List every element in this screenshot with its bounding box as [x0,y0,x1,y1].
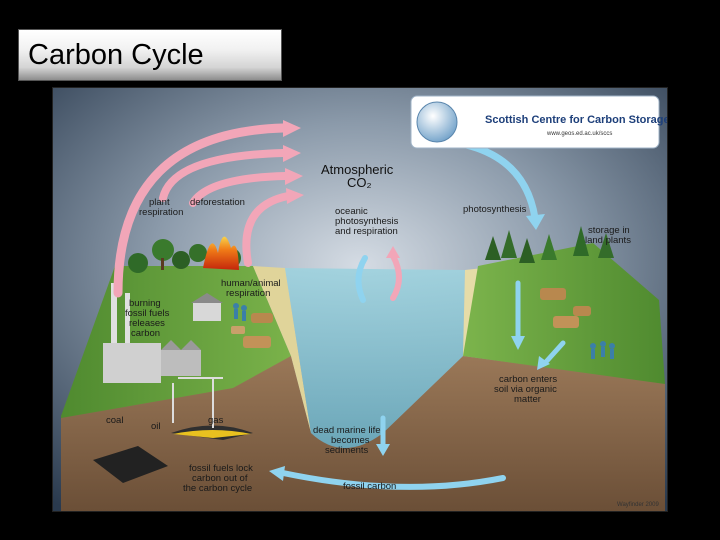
svg-text:carbon: carbon [131,328,160,339]
label-dead-marine: dead marine life becomes sediments [313,425,381,456]
svg-text:dead marine life: dead marine life [313,425,381,436]
people-right [590,341,615,359]
label-human-animal: human/animal respiration [221,278,281,299]
deforestation-release-arrow [159,149,287,202]
label-coal: coal [106,415,123,426]
burning-release-arrow [113,123,288,298]
svg-text:land plants: land plants [585,235,631,246]
svg-text:sediments: sediments [325,445,369,456]
globe-icon [416,101,458,143]
forest-fire-icon [203,236,239,270]
label-storage: storage in land plants [585,225,631,246]
oil-pool [173,430,251,438]
svg-text:the carbon cycle: the carbon cycle [183,483,252,494]
label-oceanic: oceanic photosynthesis and respiration [335,206,399,237]
human-respiration-release-arrow [242,192,292,267]
svg-text:CO₂: CO₂ [347,175,372,190]
svg-text:and respiration: and respiration [335,226,398,237]
farm-buildings [191,293,223,321]
label-fossil-carbon: fossil carbon [343,481,396,492]
label-gas: gas [208,415,224,426]
svg-text:fossil fuels: fossil fuels [125,308,170,319]
factory-icon [103,283,201,383]
svg-text:carbon enters: carbon enters [499,374,557,385]
svg-text:Atmospheric: Atmospheric [321,162,394,177]
people-left [233,303,247,321]
svg-text:burning: burning [129,298,161,309]
ocean-exchange-down-arrow [355,255,368,303]
svg-text:matter: matter [514,394,541,405]
animals-left [231,313,273,348]
svg-text:photosynthesis: photosynthesis [335,216,399,227]
label-fossil-lock: fossil fuels lock carbon out of the carb… [183,463,253,494]
svg-text:respiration: respiration [139,207,183,218]
animals-right [540,288,591,328]
label-photosynthesis: photosynthesis [463,204,527,215]
right-land [463,243,665,384]
credit-text: Wayfinder 2009 [617,502,659,508]
sccs-logo: Scottish Centre for Carbon Storage www.g… [410,95,667,149]
slide-title-box: Carbon Cycle [18,29,282,81]
logo-name: Scottish Centre for Carbon Storage [485,114,667,126]
label-atmospheric: Atmospheric CO₂ [321,162,394,190]
svg-text:storage in: storage in [588,225,630,236]
logo-url: www.geos.ed.ac.uk/sccs [546,131,612,137]
svg-text:fossil fuels lock: fossil fuels lock [189,463,253,474]
slide-title: Carbon Cycle [28,39,204,71]
label-carbon-enters: carbon enters soil via organic matter [494,374,557,405]
ocean-exchange-up-arrow [390,253,402,301]
label-burning: burning fossil fuels releases carbon [125,298,170,339]
release-arrows [113,120,304,298]
svg-text:soil via organic: soil via organic [494,384,557,395]
right-trees [485,226,614,263]
carbon-cycle-diagram: Scottish Centre for Carbon Storage www.g… [52,87,668,512]
svg-text:human/animal: human/animal [221,278,281,289]
soil-entry-arrow [542,340,566,366]
left-beach [253,266,311,433]
extraction-pipe [172,377,223,428]
plant-respiration-release-arrow [189,172,289,207]
ocean [285,268,465,448]
svg-text:carbon out of: carbon out of [192,473,248,484]
svg-text:respiration: respiration [226,288,270,299]
label-oil: oil [151,421,161,432]
label-plant-respiration: plant respiration [139,197,183,218]
svg-text:plant: plant [149,197,170,208]
svg-text:releases: releases [129,318,165,329]
svg-text:oceanic: oceanic [335,206,368,217]
coal-seam [93,446,168,483]
fossil-carbon-arrow [280,470,506,490]
label-deforestation: deforestation [190,197,245,208]
svg-text:becomes: becomes [331,435,370,446]
